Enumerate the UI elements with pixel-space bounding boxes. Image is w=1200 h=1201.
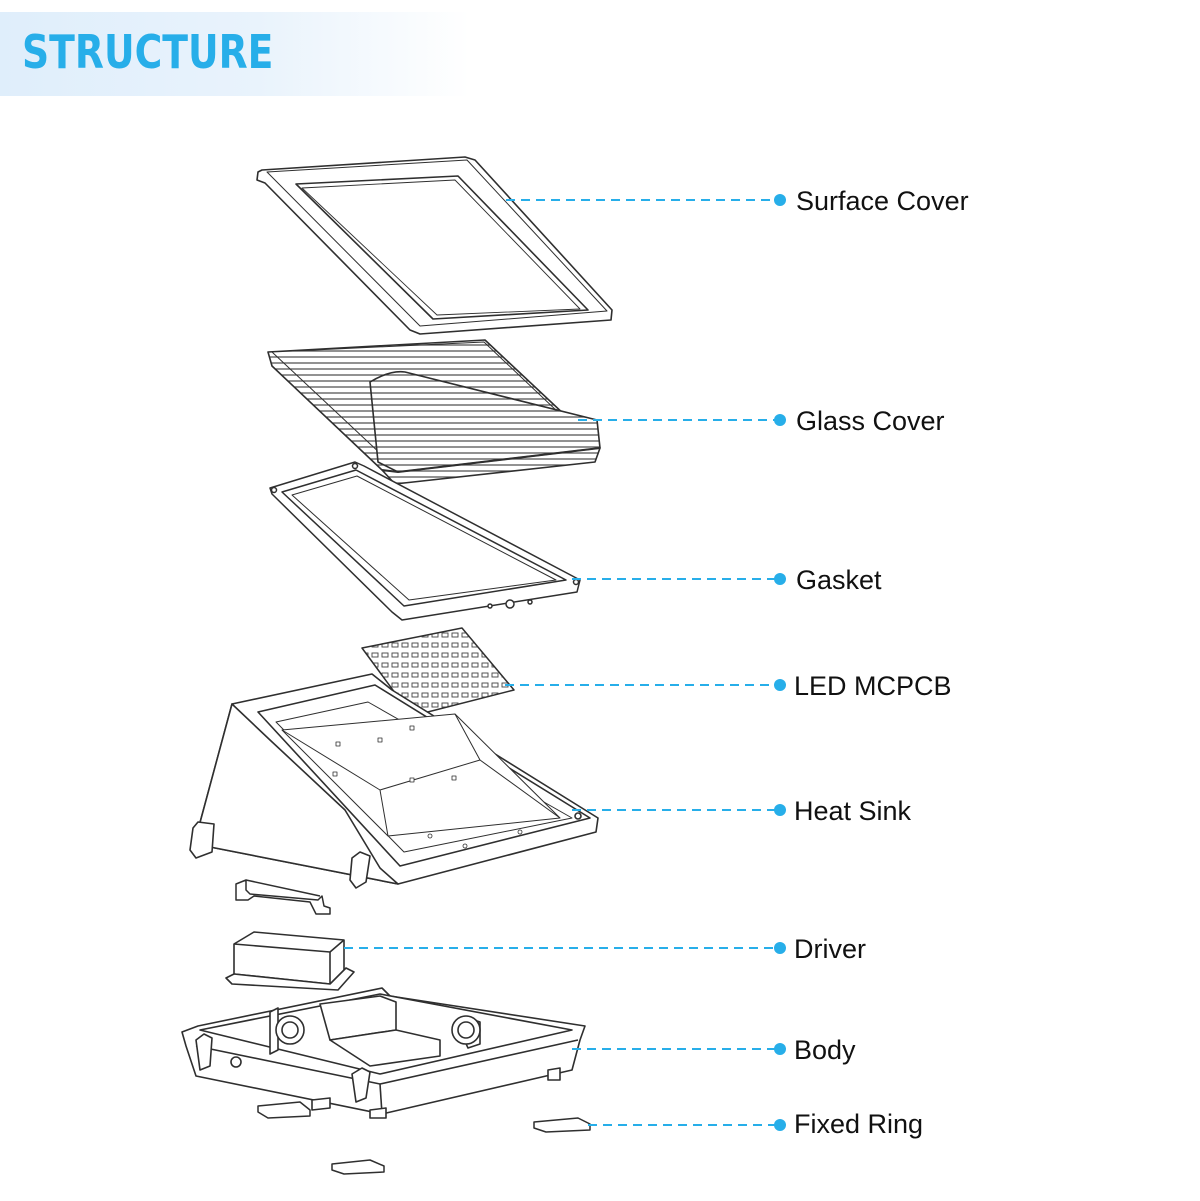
driver-part (225, 931, 355, 991)
label-driver: Driver (794, 934, 866, 964)
dot-glass-cover (774, 414, 786, 426)
dot-gasket (774, 573, 786, 585)
label-glass-cover: Glass Cover (796, 406, 945, 436)
leader-dots (774, 194, 786, 1131)
body-part (181, 987, 586, 1119)
dot-heat-sink (774, 804, 786, 816)
heat-sink-part (189, 673, 599, 889)
label-heat-sink: Heat Sink (794, 796, 912, 826)
header-band (0, 12, 470, 96)
label-led-mcpcb: LED MCPCB (794, 671, 952, 701)
dot-surface-cover (774, 194, 786, 206)
dot-fixed-ring (774, 1119, 786, 1131)
fixed-ring-part (257, 1101, 591, 1175)
label-body: Body (794, 1035, 856, 1065)
surface-cover-part (256, 156, 613, 335)
leader-lines (344, 199, 778, 1126)
dot-driver (774, 942, 786, 954)
gasket-part (269, 461, 581, 621)
label-gasket: Gasket (796, 565, 882, 595)
page-title: STRUCTURE (22, 25, 274, 79)
label-fixed-ring: Fixed Ring (794, 1109, 924, 1139)
glass-cover-part (267, 339, 601, 485)
dot-led-mcpcb (774, 679, 786, 691)
dot-body (774, 1043, 786, 1055)
label-surface-cover: Surface Cover (796, 186, 969, 216)
bracket-part (235, 879, 331, 915)
